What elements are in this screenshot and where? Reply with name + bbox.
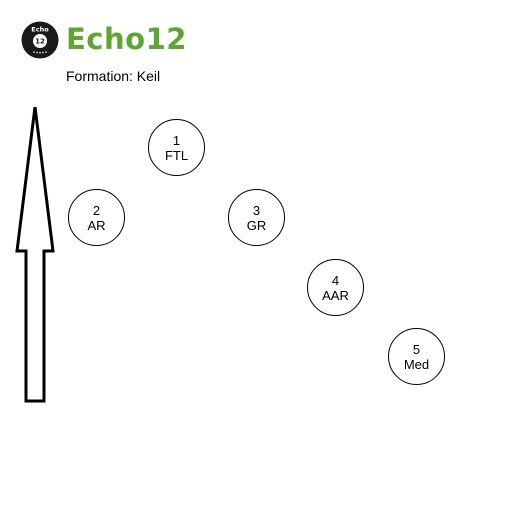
logo-badge-number: 12 bbox=[35, 38, 45, 46]
member-role: Med bbox=[403, 356, 430, 372]
member-number: 4 bbox=[331, 272, 340, 288]
logo-badge-top-text: Echo bbox=[31, 26, 49, 34]
fireteam-member-4: 4 AAR bbox=[307, 259, 364, 316]
member-role: GR bbox=[246, 217, 267, 233]
member-role: FTL bbox=[164, 147, 189, 163]
member-number: 3 bbox=[252, 202, 261, 218]
up-arrow-icon bbox=[15, 106, 55, 403]
logo-text: Echo12 bbox=[66, 22, 187, 56]
member-role: AR bbox=[87, 217, 106, 233]
member-number: 1 bbox=[172, 132, 181, 148]
formation-label: Formation: Keil bbox=[66, 68, 161, 84]
member-number: 5 bbox=[412, 341, 421, 357]
fireteam-member-3: 3 GR bbox=[228, 189, 285, 246]
fireteam-member-1: 1 FTL bbox=[148, 119, 205, 176]
member-role: AAR bbox=[322, 287, 349, 303]
member-number: 2 bbox=[92, 202, 101, 218]
logo-badge-icon: Echo 12 bbox=[21, 21, 59, 59]
fireteam-member-2: 2 AR bbox=[68, 189, 125, 246]
fireteam-member-5: 5 Med bbox=[388, 328, 445, 385]
